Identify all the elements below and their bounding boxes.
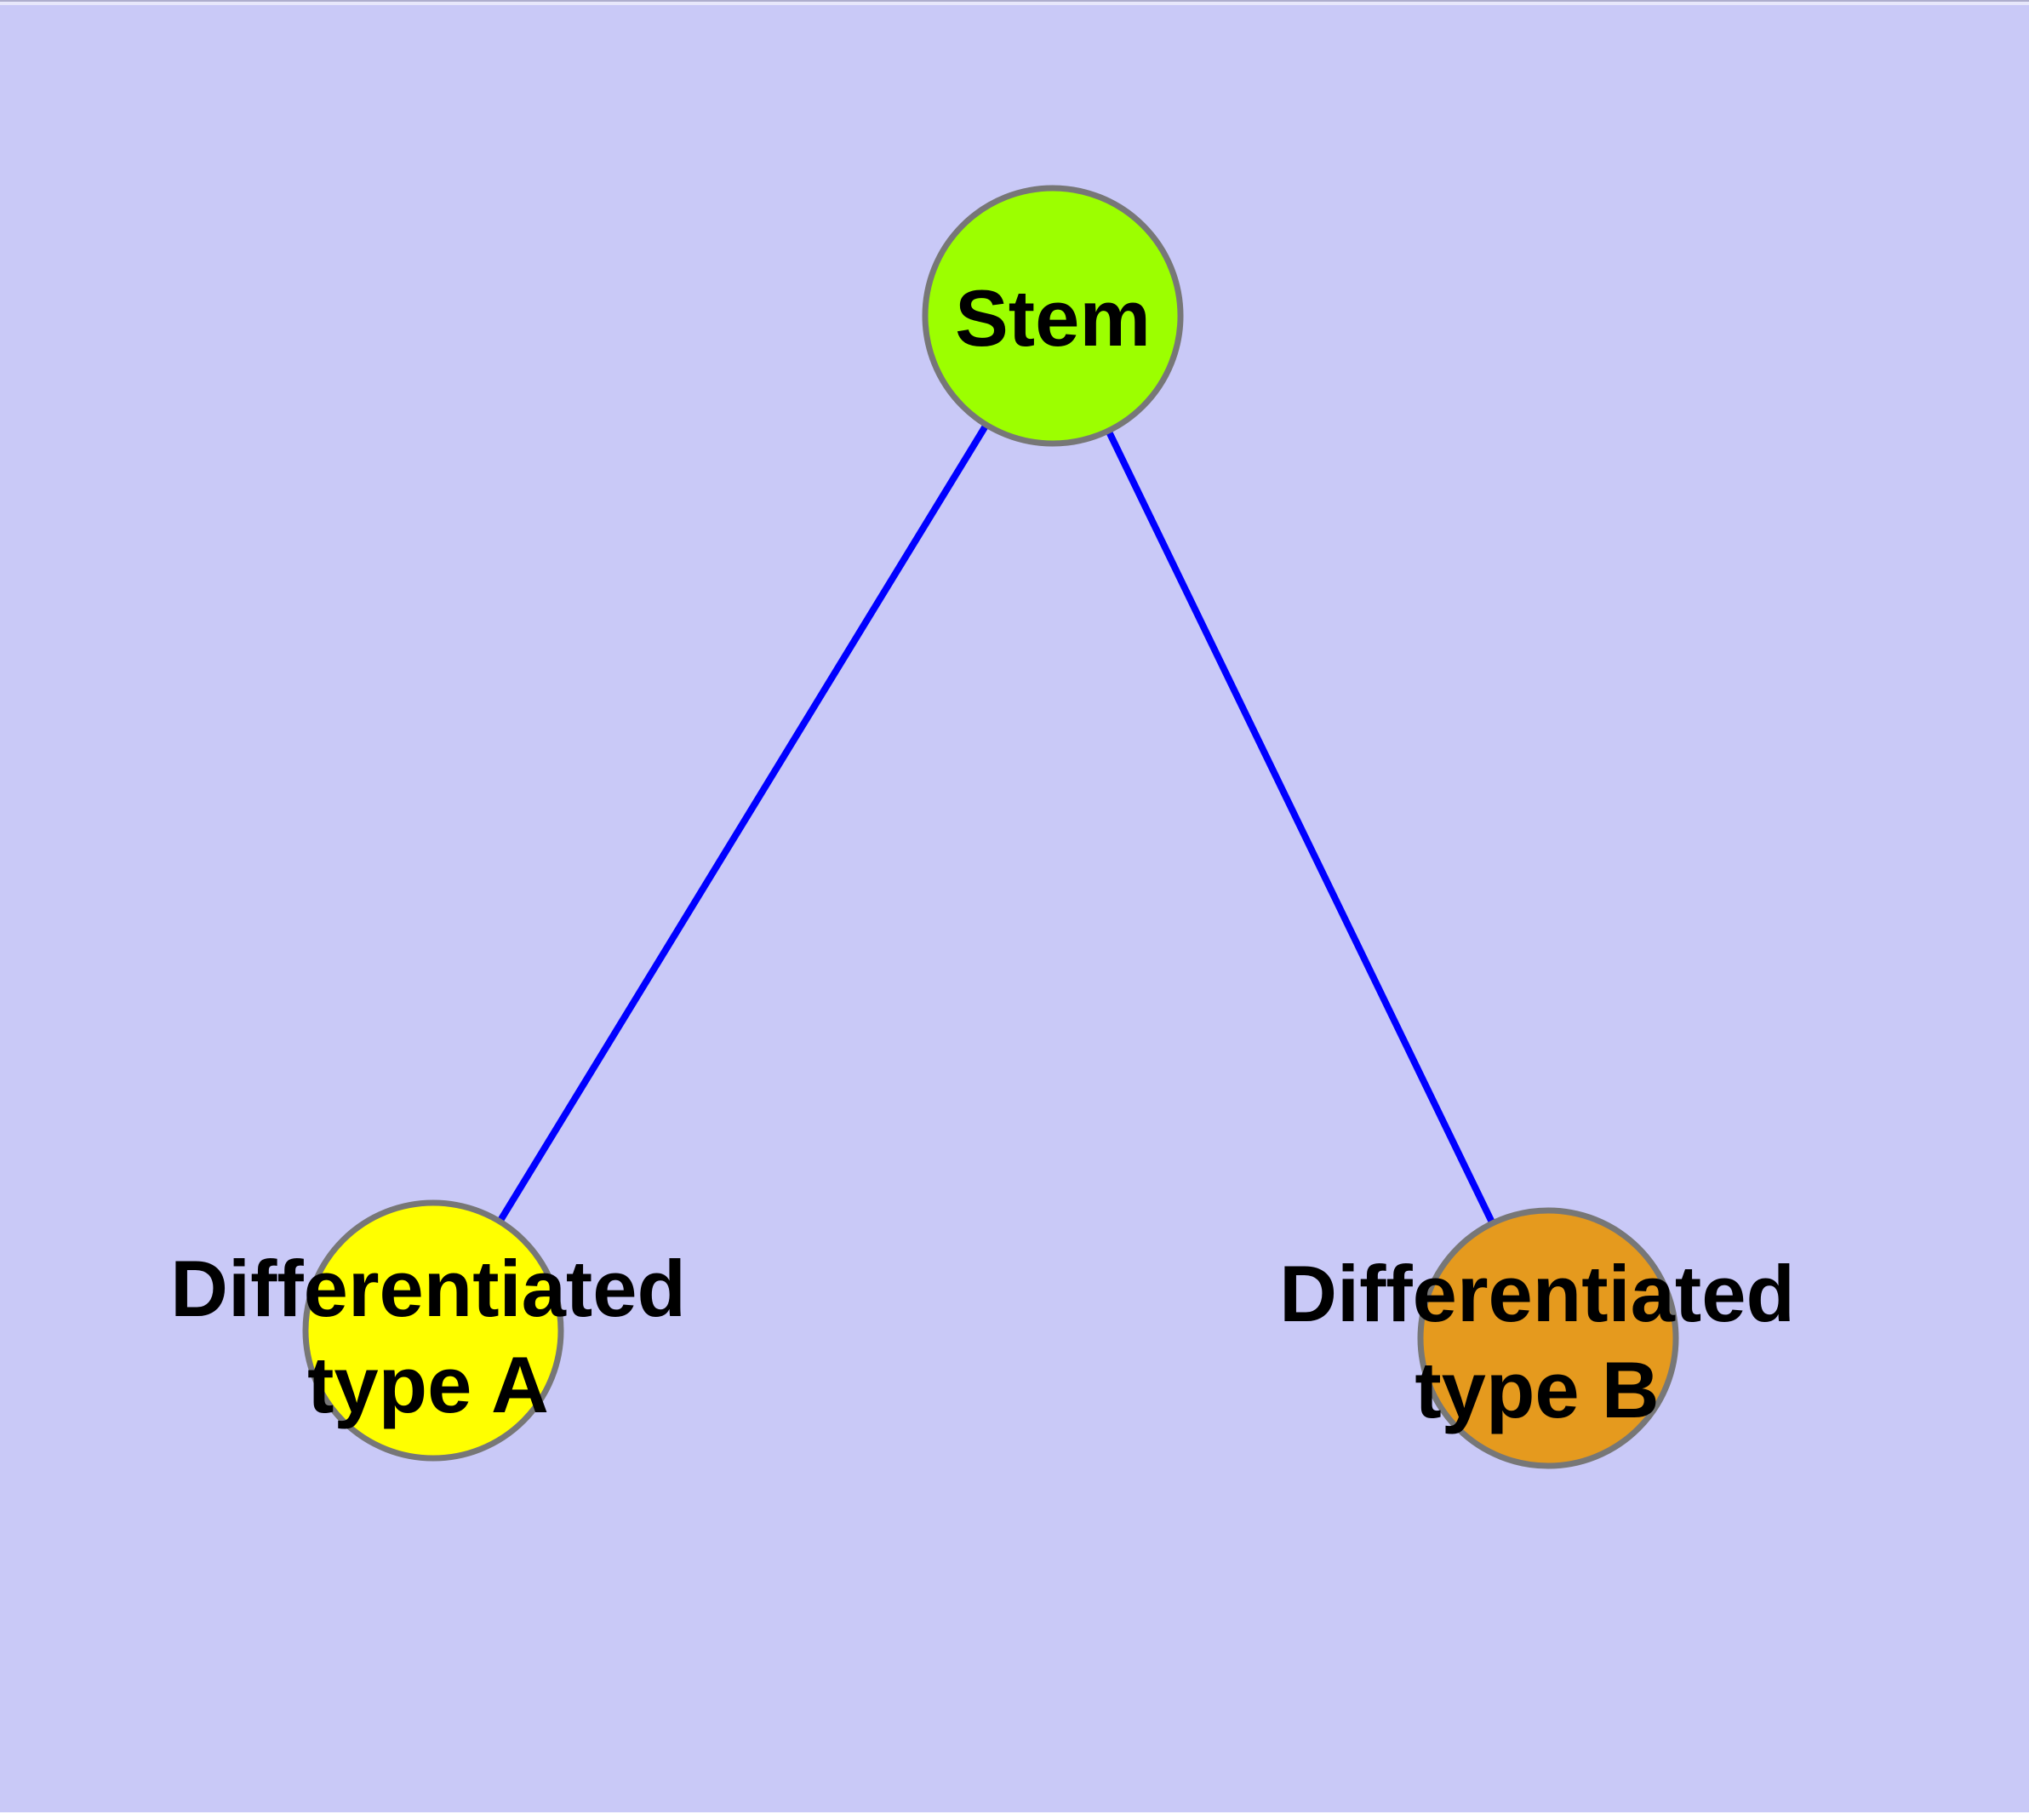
type-b-node-label-line1: Differentiated — [1279, 1249, 1795, 1338]
node-stem: Stem — [922, 185, 1184, 447]
top-edge-hairline — [0, 0, 2029, 2]
top-edge-strip — [0, 2, 2029, 5]
edge-stem-to-type-a — [430, 313, 1056, 1333]
stem-node-circle — [922, 185, 1184, 447]
type-b-node-label-line2: type B — [1415, 1345, 1659, 1434]
stem-node-label: Stem — [955, 273, 1151, 363]
type-a-node-label-line2: type A — [307, 1340, 549, 1429]
edge-stem-to-type-b — [1049, 314, 1552, 1340]
type-a-node-circle — [302, 1199, 564, 1462]
type-a-node-label-line1: Differentiated — [170, 1244, 686, 1333]
node-differentiated-type-a: Differentiated type A — [170, 1199, 686, 1462]
node-differentiated-type-b: Differentiated type B — [1279, 1207, 1795, 1469]
type-b-node-circle — [1417, 1207, 1679, 1469]
bottom-margin-strip — [0, 1812, 2029, 1820]
